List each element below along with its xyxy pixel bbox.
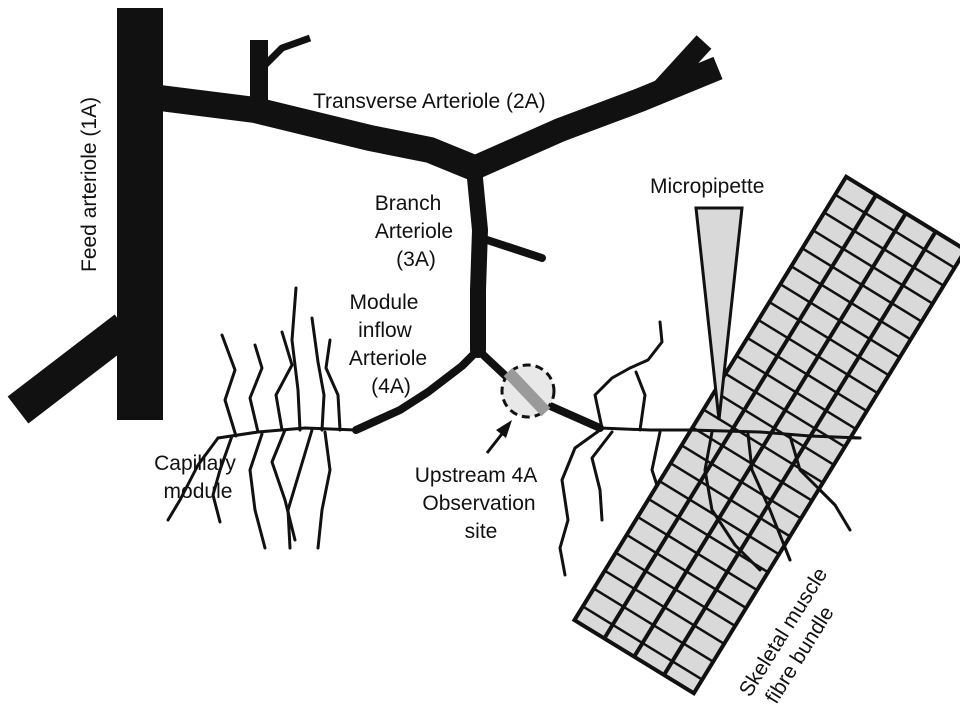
transverse-arteriole-label: Transverse Arteriole (2A) — [313, 90, 546, 113]
svg-text:Observation: Observation — [422, 492, 535, 515]
observation-site-label: Upstream 4A Observation site — [415, 464, 538, 543]
module-inflow-arteriole-label: Module inflow Arteriole (4A) — [349, 291, 427, 398]
svg-text:Arteriole: Arteriole — [375, 220, 453, 243]
svg-text:Capillary: Capillary — [154, 452, 236, 475]
svg-text:Upstream 4A: Upstream 4A — [415, 464, 538, 487]
observation-site-marker — [502, 365, 554, 417]
micropipette-label: Micropipette — [650, 175, 764, 198]
skeletal-muscle-fibre-bundle — [574, 177, 960, 694]
svg-text:Branch: Branch — [375, 192, 442, 215]
feed-arteriole-label: Feed arteriole (1A) — [78, 97, 101, 272]
svg-text:Module: Module — [350, 291, 419, 314]
capillary-module-label: Capillary module — [154, 452, 236, 503]
svg-text:inflow: inflow — [358, 319, 413, 342]
left-capillary-module — [168, 288, 356, 548]
svg-text:module: module — [164, 480, 233, 503]
observation-arrow — [487, 420, 512, 453]
branch-arteriole-label: Branch Arteriole (3A) — [375, 192, 453, 271]
branch-arteriole — [474, 168, 542, 350]
svg-text:(4A): (4A) — [371, 375, 411, 398]
svg-text:(3A): (3A) — [396, 248, 436, 271]
svg-text:site: site — [465, 520, 498, 543]
svg-text:Arteriole: Arteriole — [349, 347, 427, 370]
